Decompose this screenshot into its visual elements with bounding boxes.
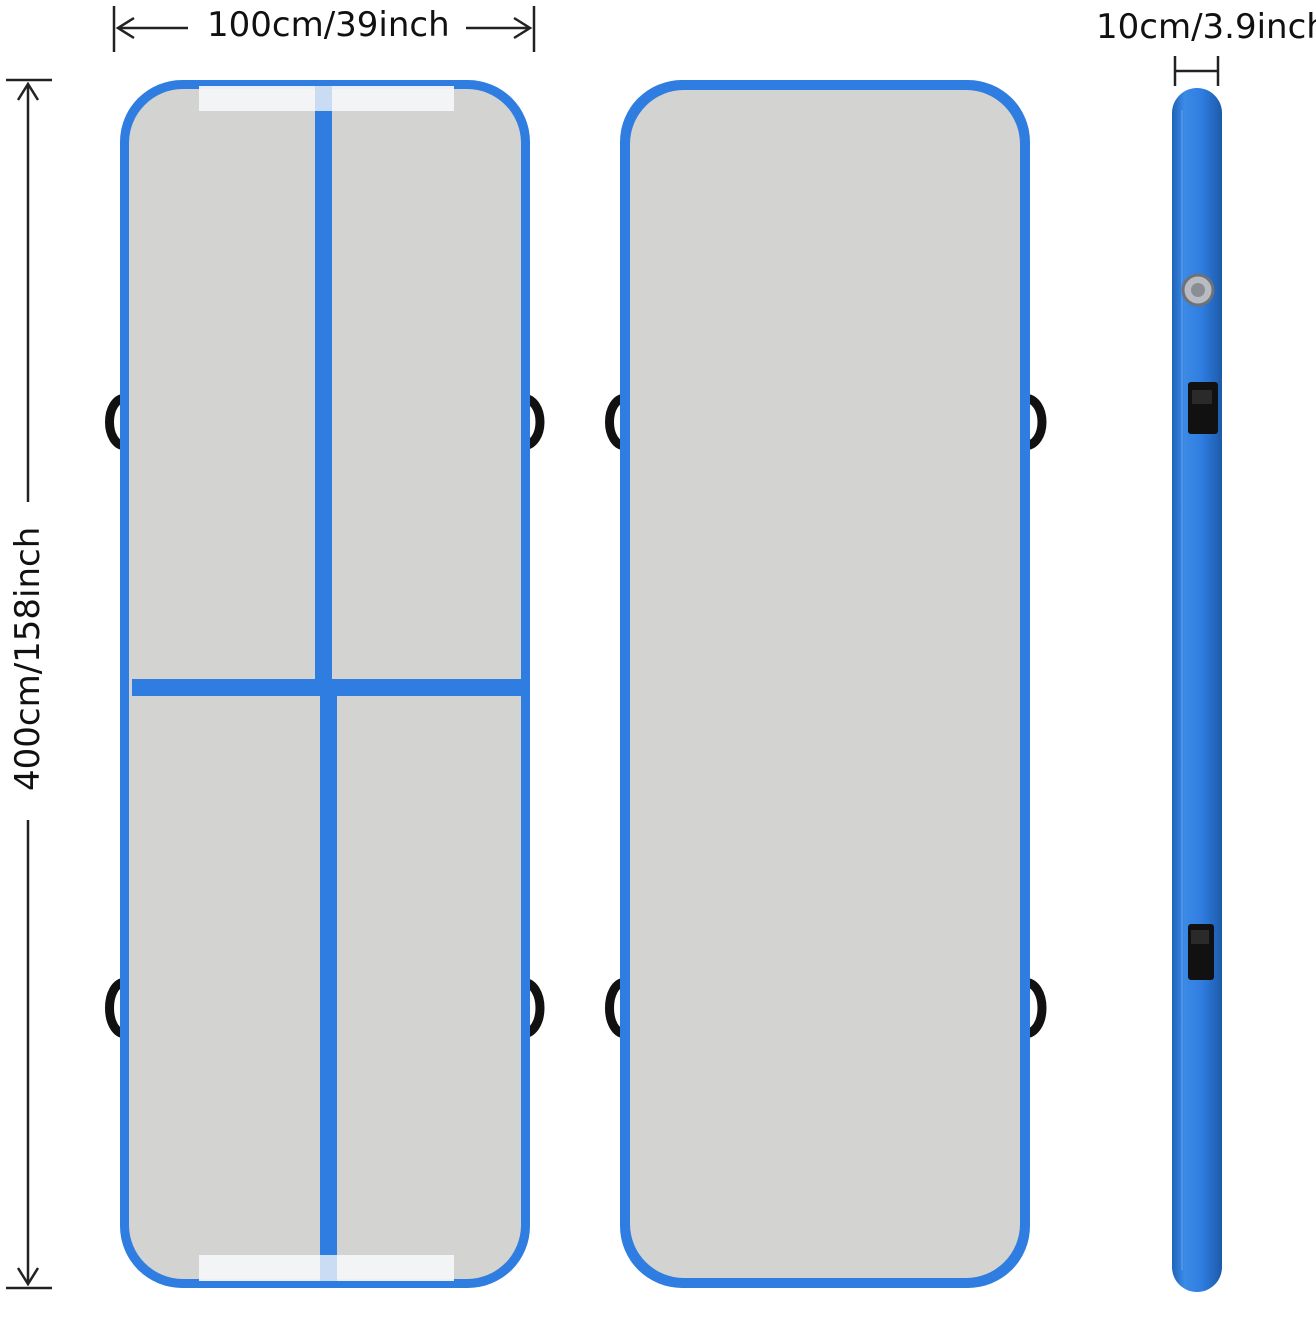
thickness-label: 10cm/3.9inch bbox=[1096, 7, 1316, 47]
mat-plain-view bbox=[605, 80, 1047, 1288]
thickness-dimension-marker bbox=[1173, 56, 1220, 86]
side-handle-icon bbox=[1188, 382, 1218, 434]
length-label: 400cm/158inch bbox=[8, 526, 48, 791]
width-label: 100cm/39inch bbox=[207, 5, 450, 45]
length-dimension-arrow bbox=[6, 78, 52, 1290]
air-valve-icon bbox=[1181, 273, 1215, 307]
width-dimension-arrow bbox=[112, 6, 536, 52]
mat-top-view bbox=[105, 80, 545, 1288]
mat-side-view bbox=[1172, 88, 1222, 1292]
